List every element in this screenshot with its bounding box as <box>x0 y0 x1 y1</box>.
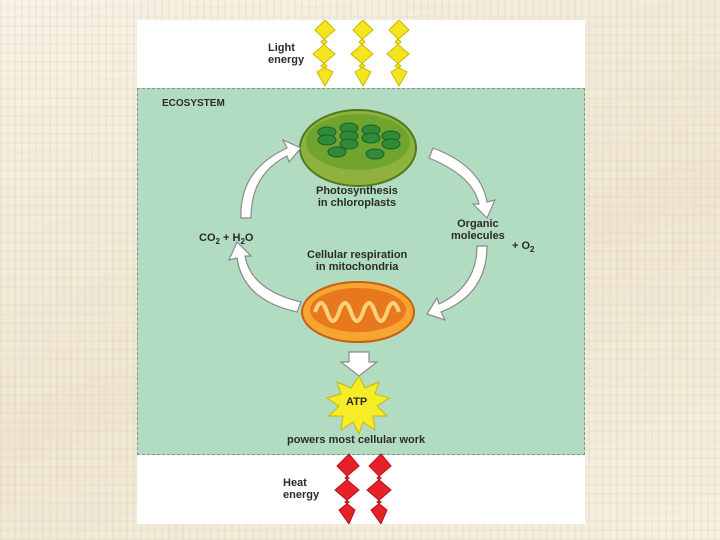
light-bolt-1 <box>312 20 336 88</box>
arrow-top-left <box>240 138 302 219</box>
heat-bolt-2 <box>366 453 392 524</box>
arrow-top-right <box>428 147 497 220</box>
arrow-bottom-right <box>426 245 488 322</box>
heat-bolt-1 <box>334 453 360 524</box>
atp-starburst <box>325 375 391 436</box>
light-energy-bolts <box>312 20 410 88</box>
powers-label: powers most cellular work <box>287 434 426 446</box>
light-bolt-2 <box>350 20 374 88</box>
respiration-label: Cellular respiration in mitochondria <box>307 249 408 273</box>
diagram-graphics <box>227 20 497 524</box>
atp-label: ATP <box>346 396 368 408</box>
cycle-arrows <box>227 138 497 377</box>
light-bolt-3 <box>386 20 410 88</box>
light-energy-label: Light energy <box>268 42 305 66</box>
heat-energy-label: Heat energy <box>283 477 320 501</box>
o2-label: + O2 <box>512 240 535 255</box>
diagram-panel: Light energy ECOSYSTEM Photosynthesis in… <box>137 20 585 524</box>
arrow-down-atp <box>339 351 379 377</box>
organic-molecules-label: Organic molecules <box>451 218 505 242</box>
arrow-bottom-left <box>227 240 302 313</box>
photosynthesis-label: Photosynthesis in chloroplasts <box>316 185 398 209</box>
heat-energy-bolts <box>334 453 392 524</box>
mitochondrion-image <box>301 281 415 343</box>
ecosystem-label: ECOSYSTEM <box>162 98 225 109</box>
co2-h2o-label: CO2 + H2O <box>199 232 254 247</box>
chloroplast-image <box>299 109 417 187</box>
